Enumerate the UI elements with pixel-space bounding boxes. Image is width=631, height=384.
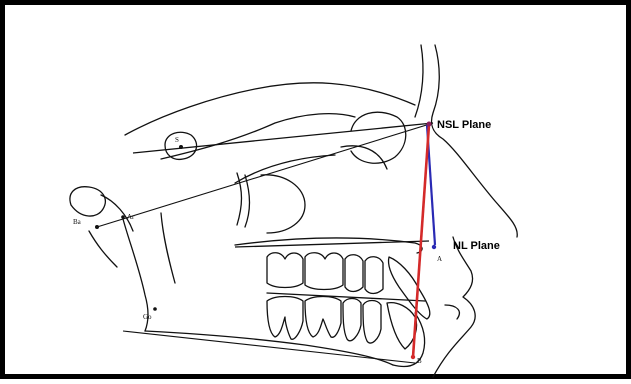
upper-premolars	[345, 255, 383, 294]
s-label: S	[175, 136, 179, 144]
go-label: Go	[143, 313, 152, 321]
maxilla-outline	[261, 175, 305, 233]
pterygoid-process	[237, 173, 250, 227]
nsl-plane-label: NSL Plane	[437, 119, 491, 131]
forehead-profile	[431, 45, 517, 237]
cephalometric-tracing: NSL Plane NL Plane S Ba Ar Go A B	[5, 5, 631, 384]
nl-plane-label: NL Plane	[453, 240, 500, 252]
lower-incisor	[387, 303, 417, 349]
occipital-condyle	[70, 187, 105, 216]
b-point	[411, 355, 415, 359]
upper-molars	[267, 253, 343, 290]
basion-point	[95, 225, 99, 229]
cranial-base	[161, 114, 355, 159]
lower-premolars	[343, 299, 381, 344]
nasion-point	[427, 122, 432, 127]
a-label: A	[437, 255, 442, 263]
skull-vault	[125, 83, 415, 135]
mandibular-plane-line	[123, 331, 415, 363]
a-point	[432, 245, 436, 249]
ar-label: Ar	[127, 213, 135, 221]
b-label: B	[417, 357, 422, 365]
forehead-inner-contour	[415, 45, 423, 117]
articulare-point	[121, 215, 125, 219]
ba-label: Ba	[73, 218, 82, 226]
palatal-plane-outline	[235, 238, 422, 253]
ramus-anterior	[161, 213, 175, 283]
gonion-point	[153, 307, 157, 311]
lip-profile	[445, 305, 459, 319]
ba-n-line	[97, 123, 433, 227]
lower-molars	[267, 297, 341, 340]
sella-point	[179, 145, 183, 149]
